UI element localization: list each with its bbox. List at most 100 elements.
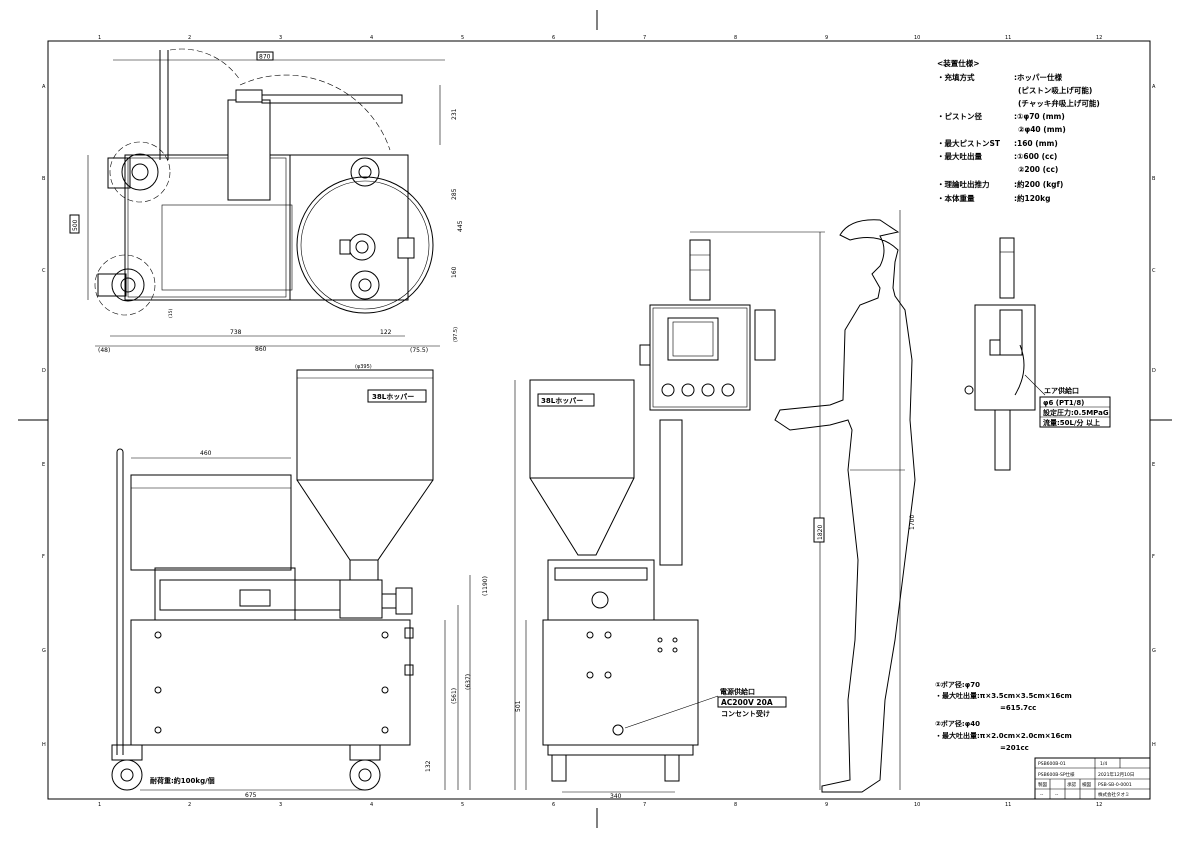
zone-letter: E [1152, 462, 1155, 468]
zone-number: 5 [461, 35, 464, 41]
hopper-label-side: 38Lホッパー [372, 392, 414, 401]
dim-1820: 1820 [817, 525, 824, 540]
zone-letters-left: A B C D E F G H [42, 84, 46, 748]
spec-label: ・最大吐出量 [937, 151, 982, 161]
bore-note-line: ・最大吐出量:π×2.0cm×2.0cm×16cm [935, 731, 1072, 740]
spec-value: :約120kg [1014, 193, 1051, 203]
dim-460: 460 [200, 450, 212, 457]
zone-numbers-bottom: 1 2 3 4 5 6 7 8 9 10 11 12 [98, 802, 1102, 808]
top-view: 870 231 285 445 160 500 (15) 738 122 (97… [69, 48, 464, 354]
title-block-frame [1034, 757, 1151, 800]
title-block-cell: -- [1055, 793, 1059, 798]
zone-number: 1 [98, 35, 101, 41]
air-spec-line: φ6 (PT1/8) [1043, 399, 1084, 407]
caster-right [349, 759, 381, 791]
zone-letter: A [42, 84, 46, 90]
dim-501: 501 [515, 700, 522, 712]
zone-number: 12 [1096, 35, 1102, 41]
bore-note-line: ・最大吐出量:π×3.5cm×3.5cm×16cm [935, 691, 1072, 700]
touch-panel [667, 317, 719, 361]
dim-975: (97.5) [453, 327, 459, 342]
dim-160: 160 [451, 266, 458, 278]
spec-value: ②200 (cc) [1018, 165, 1058, 174]
human-figure [774, 219, 916, 793]
zone-number: 11 [1005, 802, 1011, 808]
zone-number: 3 [279, 35, 282, 41]
zone-letter: C [1152, 268, 1156, 274]
zone-letter: C [42, 268, 46, 274]
zone-number: 10 [914, 35, 920, 41]
bore-note-result: =615.7cc [1000, 704, 1036, 712]
zone-letter: H [42, 742, 46, 748]
zone-letter: G [42, 648, 46, 654]
spec-block: <装置仕様> ・充填方式 :ホッパー仕様 (ピストン吸上げ可能) (チャッキ弁吸… [937, 58, 1100, 203]
motor-cover [130, 474, 292, 571]
spec-value: :ホッパー仕様 [1014, 72, 1062, 82]
air-title: エア供給口 [1044, 386, 1079, 395]
bore-note-title: ②ボア径:φ40 [935, 719, 980, 728]
dim-231: 231 [451, 108, 458, 120]
check-label: 検図 [1082, 781, 1091, 788]
zone-number: 4 [370, 802, 373, 808]
regulator [754, 309, 776, 361]
hopper-front [529, 379, 635, 479]
signal-tower-side [999, 237, 1015, 299]
handle-swing-1 [109, 141, 171, 203]
zone-letter: G [1152, 648, 1156, 654]
side-view: 460 38Lホッパー (φ395) 耐荷重:約100kg/個 67 [111, 364, 489, 799]
hopper-side [296, 369, 434, 481]
zone-letter: F [1152, 554, 1155, 560]
motor-top [235, 89, 263, 103]
zone-letter: D [42, 368, 46, 374]
handle-swing-2 [94, 254, 156, 316]
pillar [659, 419, 683, 566]
dim-1190: (1190) [482, 576, 489, 596]
spec-label: ・ピストン径 [937, 111, 982, 121]
valve-side [339, 579, 383, 619]
valve-top [348, 233, 376, 261]
power-inlet [612, 724, 624, 736]
rail [261, 94, 403, 104]
dim-675: 675 [245, 792, 257, 799]
zone-number: 6 [552, 802, 555, 808]
zone-number: 8 [734, 35, 737, 41]
zone-number: 4 [370, 35, 373, 41]
top-view-plate [289, 154, 409, 301]
sheet-number: 1/4 [1100, 761, 1107, 767]
zone-number: 12 [1096, 802, 1102, 808]
zone-number: 3 [279, 802, 282, 808]
bore-note-title: ①ボア径:φ70 [935, 680, 980, 689]
company-name: 株式会社タオミ [1098, 791, 1130, 798]
spec-value: (チャッキ弁吸上げ可能) [1018, 98, 1100, 108]
approval-label: 承認 [1067, 781, 1076, 788]
caster-left [111, 759, 143, 791]
power-title: 電源供給口 [720, 687, 755, 696]
zone-number: 7 [643, 802, 646, 808]
air-spec-box [1039, 396, 1111, 428]
front-view: 38Lホッパー 340 [514, 210, 916, 800]
zone-number: 9 [825, 802, 828, 808]
zone-letter: H [1152, 742, 1156, 748]
hopper-outline-top [296, 176, 434, 314]
zone-number: 7 [643, 35, 646, 41]
zone-number: 5 [461, 802, 464, 808]
zone-number: 8 [734, 802, 737, 808]
dim-637: (637) [465, 674, 472, 690]
zone-letters-right: A B C D E F G H [1152, 84, 1156, 748]
zone-number: 2 [188, 35, 191, 41]
dim-445: 445 [457, 220, 464, 232]
dim-1700: 1700 [909, 515, 916, 530]
dim-860: 860 [255, 346, 267, 353]
control-box [649, 304, 751, 411]
zone-number: 11 [1005, 35, 1011, 41]
motor-body [227, 99, 271, 201]
dim-15: (15) [168, 309, 174, 318]
caster [551, 754, 567, 782]
drawing-frame [47, 40, 1151, 800]
zone-letter: B [1152, 176, 1156, 182]
control-box-side [974, 304, 1036, 411]
drafter-label: 製図 [1038, 781, 1047, 788]
zone-number: 6 [552, 35, 555, 41]
power-spec: AC200V 20A [721, 698, 773, 707]
